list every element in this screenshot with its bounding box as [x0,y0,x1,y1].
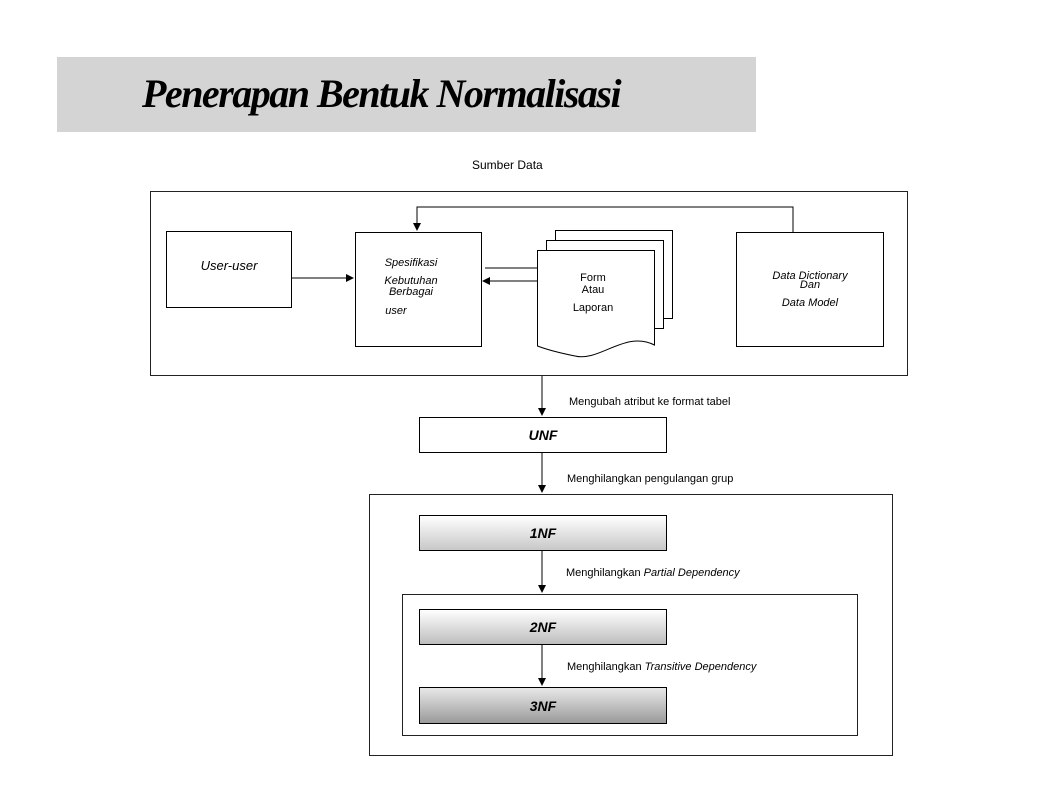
dd-line-1: Data Dictionary [772,270,848,282]
form-line-3: Laporan [572,302,614,314]
3nf-box: 3NF [419,687,667,724]
spec-line-2: Kebutuhan [384,275,438,287]
normalization-outer-frame [369,494,893,756]
form-document-stack [537,230,673,358]
spec-line-1: Spesifikasi [384,257,438,269]
2nf-box: 2NF [419,609,667,645]
spec-node: Spesifikasi Kebutuhan Berbagai user [355,232,482,347]
3nf-label: 3NF [529,697,557,714]
spec-line-3: Berbagai [388,286,434,298]
dd-line-2: Dan [799,279,821,291]
form-line-2: Atau [581,284,605,296]
dd-line-3: Data Model [781,297,839,309]
form-line-1: Form [580,272,606,284]
source-data-frame [150,191,908,376]
caption-to-3nf: Menghilangkan Transitive Dependency [567,661,756,673]
arrow-dd-to-spec [413,206,794,232]
source-data-label: Sumber Data [472,158,543,172]
caption-to-unf: Mengubah atribut ke format tabel [569,396,731,408]
users-node: User-user [166,231,292,308]
spec-line-4: user [385,305,407,317]
page-title: Penerapan Bentuk Normalisasi [142,71,622,116]
caption-to-3nf-term: Transitive Dependency [644,661,757,673]
unf-box: UNF [419,417,667,453]
caption-to-3nf-prefix: Menghilangkan [567,661,645,673]
unf-label: UNF [528,427,558,443]
caption-to-2nf-term: Partial Dependency [643,567,740,579]
normalization-inner-frame [402,594,858,736]
1nf-label: 1NF [529,525,557,541]
caption-to-1nf: Menghilangkan pengulangan grup [567,473,734,485]
users-label: User-user [200,258,258,273]
caption-to-2nf-prefix: Menghilangkan [566,567,644,579]
caption-to-2nf: Menghilangkan Partial Dependency [566,567,740,579]
title-banner: Penerapan Bentuk Normalisasi [57,57,756,132]
1nf-box: 1NF [419,515,667,551]
2nf-label: 2NF [529,619,557,635]
data-dictionary-node: Data Dictionary Dan Data Model [736,232,884,347]
